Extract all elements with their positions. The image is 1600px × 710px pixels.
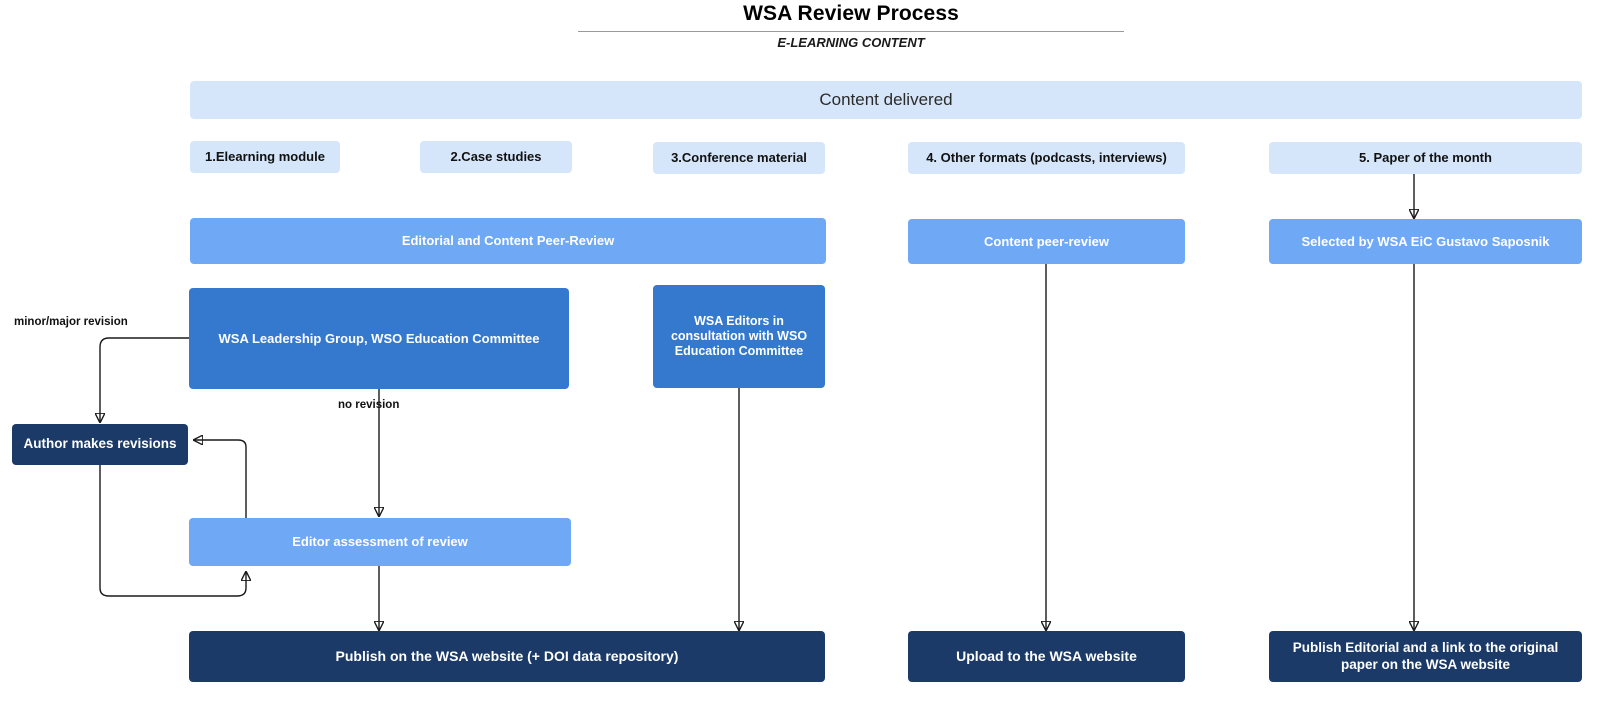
page-title: WSA Review Process: [743, 2, 959, 25]
selected-by-eic-box[interactable]: Selected by WSA EiC Gustavo Saposnik: [1269, 219, 1582, 264]
content-type-chip-5[interactable]: 5. Paper of the month: [1269, 142, 1582, 174]
no-revision-label: no revision: [338, 399, 400, 411]
editor-assessment-box[interactable]: Editor assessment of review: [189, 518, 571, 566]
content-type-chip-1[interactable]: 1.Elearning module: [190, 141, 340, 173]
wsa-leadership-group-box[interactable]: WSA Leadership Group, WSO Education Comm…: [189, 288, 569, 389]
wsa-editors-consultation-box[interactable]: WSA Editors in consultation with WSO Edu…: [653, 285, 825, 388]
editorial-content-peer-review-box[interactable]: Editorial and Content Peer-Review: [190, 218, 826, 264]
page-subtitle: E-LEARNING CONTENT: [777, 35, 925, 50]
content-type-chip-3[interactable]: 3.Conference material: [653, 142, 825, 174]
publish-editorial-link-box[interactable]: Publish Editorial and a link to the orig…: [1269, 631, 1582, 682]
upload-wsa-website-box[interactable]: Upload to the WSA website: [908, 631, 1185, 682]
content-type-chip-2[interactable]: 2.Case studies: [420, 141, 572, 173]
minor-major-revision-label: minor/major revision: [14, 316, 128, 328]
title-divider: [578, 31, 1124, 32]
author-makes-revisions-box[interactable]: Author makes revisions: [12, 424, 188, 465]
content-delivered-banner: Content delivered: [190, 81, 1582, 119]
content-type-chip-4[interactable]: 4. Other formats (podcasts, interviews): [908, 142, 1185, 174]
publish-wsa-website-box[interactable]: Publish on the WSA website (+ DOI data r…: [189, 631, 825, 682]
content-peer-review-box[interactable]: Content peer-review: [908, 219, 1185, 264]
